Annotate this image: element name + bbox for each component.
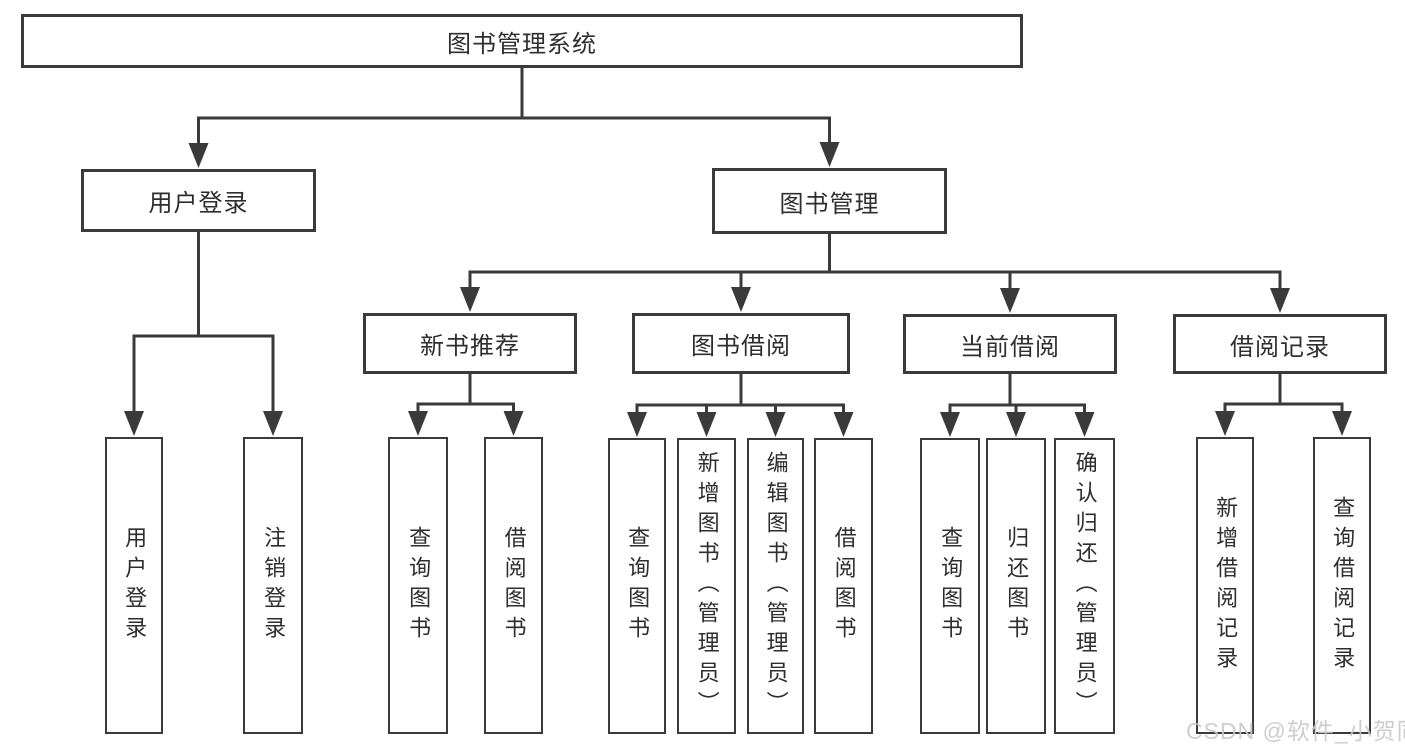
- arrowhead-icon: [1000, 288, 1020, 313]
- node-book-borrow: 图书借阅: [632, 313, 850, 374]
- arrowhead-icon: [731, 287, 751, 312]
- arrowhead-icon: [1270, 288, 1290, 313]
- edge-root: [197, 68, 831, 149]
- edge-current-borrow: [948, 374, 1086, 418]
- node-leaf-user-login: 用户登录: [105, 437, 163, 734]
- arrowhead-icon: [833, 412, 854, 437]
- node-label-leaf-borrow-book-1: 借阅图书: [501, 525, 527, 646]
- node-label-leaf-logout: 注销登录: [261, 525, 287, 646]
- node-label-book-mgmt: 图书管理: [779, 190, 880, 218]
- arrowhead-icon: [1006, 412, 1026, 437]
- node-leaf-query-record: 查询借阅记录: [1313, 437, 1371, 734]
- arrowhead-icon: [124, 411, 144, 436]
- node-leaf-confirm-return: 确认归还（管理员）: [1054, 438, 1115, 734]
- arrowhead-icon: [1074, 412, 1095, 437]
- watermark: CSDN @软件_小贺同学: [1186, 718, 1405, 744]
- arrowhead-icon: [940, 412, 960, 437]
- node-root: 图书管理系统: [21, 14, 1023, 68]
- node-leaf-add-book: 新增图书（管理员）: [677, 438, 736, 734]
- node-user-login: 用户登录: [81, 169, 316, 232]
- arrowhead-icon: [696, 412, 717, 437]
- edge-book-mgmt: [468, 234, 1282, 294]
- node-leaf-logout: 注销登录: [243, 437, 303, 734]
- node-label-leaf-user-login: 用户登录: [122, 525, 148, 646]
- node-label-leaf-add-book: 新增图书（管理员）: [694, 451, 720, 721]
- node-label-leaf-query-book-1: 查询图书: [406, 525, 432, 646]
- arrowhead-icon: [1332, 411, 1352, 436]
- node-borrow-records: 借阅记录: [1173, 314, 1387, 374]
- node-label-book-borrow: 图书借阅: [691, 333, 791, 360]
- node-leaf-return-book: 归还图书: [986, 438, 1046, 734]
- node-label-leaf-query-book-2: 查询图书: [625, 526, 651, 646]
- node-label-leaf-query-book-3: 查询图书: [938, 526, 964, 646]
- arrowhead-icon: [460, 287, 480, 312]
- arrowhead-icon: [627, 412, 647, 437]
- node-label-leaf-confirm-return: 确认归还（管理员）: [1072, 451, 1098, 721]
- edge-borrow-records: [1223, 374, 1344, 417]
- node-leaf-query-book-1: 查询图书: [388, 437, 448, 734]
- edge-book-borrow: [635, 374, 845, 418]
- node-leaf-add-record: 新增借阅记录: [1196, 437, 1254, 734]
- node-label-leaf-borrow-book-2: 借阅图书: [831, 526, 857, 646]
- node-book-mgmt: 图书管理: [712, 168, 947, 234]
- node-label-leaf-return-book: 归还图书: [1004, 526, 1030, 646]
- node-label-user-login: 用户登录: [148, 190, 249, 217]
- node-label-root: 图书管理系统: [447, 30, 597, 58]
- node-label-new-book-rec: 新书推荐: [420, 333, 520, 360]
- node-leaf-borrow-book-2: 借阅图书: [814, 438, 873, 734]
- node-label-leaf-edit-book: 编辑图书（管理员）: [763, 451, 789, 721]
- node-label-borrow-records: 借阅记录: [1230, 333, 1330, 361]
- node-leaf-borrow-book-1: 借阅图书: [484, 437, 543, 734]
- node-current-borrow: 当前借阅: [903, 314, 1117, 374]
- node-leaf-query-book-2: 查询图书: [608, 438, 666, 734]
- node-label-current-borrow: 当前借阅: [960, 333, 1060, 361]
- node-leaf-edit-book: 编辑图书（管理员）: [747, 438, 804, 734]
- arrowhead-icon: [188, 143, 209, 168]
- arrowhead-icon: [503, 411, 524, 436]
- arrowhead-icon: [819, 142, 840, 167]
- node-new-book-rec: 新书推荐: [363, 313, 577, 374]
- node-label-leaf-add-record: 新增借阅记录: [1213, 495, 1239, 676]
- arrowhead-icon: [1215, 411, 1235, 436]
- node-leaf-query-book-3: 查询图书: [920, 438, 980, 734]
- node-label-leaf-query-record: 查询借阅记录: [1330, 495, 1356, 676]
- arrowhead-icon: [263, 411, 283, 436]
- edge-new-book-rec: [416, 374, 515, 417]
- arrowhead-icon: [408, 411, 428, 436]
- arrowhead-icon: [765, 412, 786, 437]
- edge-user-login: [132, 232, 275, 417]
